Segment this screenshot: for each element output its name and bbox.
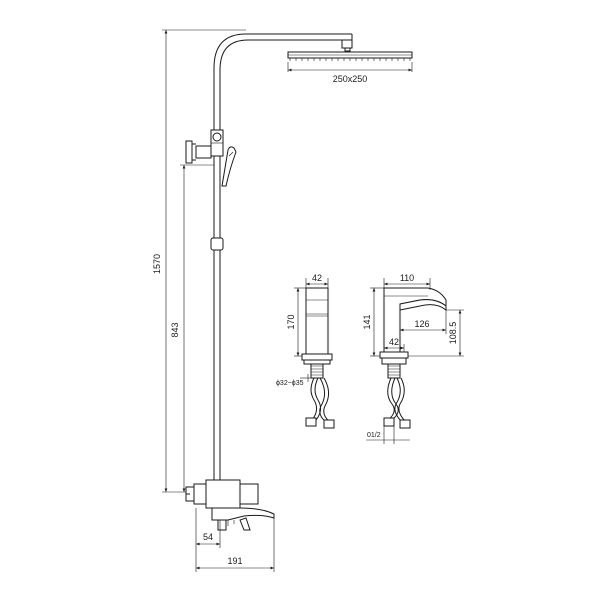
- bath-mixer-body: [205, 479, 241, 509]
- riser-pipe-right: [219, 39, 352, 480]
- basin-mixer: 110 126 141 108.5 42 01/2: [362, 273, 464, 444]
- basin-mixer-hose-left: [387, 377, 395, 421]
- bath-spout: [211, 507, 275, 521]
- head-connector: [341, 39, 353, 49]
- mixer-handle: [239, 517, 251, 531]
- pillar-thread-label: ϕ32~ϕ35: [276, 380, 304, 387]
- pillar-tap: 42 170 ϕ32~ϕ35: [276, 273, 335, 429]
- pillar-tap-stem: [310, 363, 324, 379]
- pillar-tap-hose-right: [319, 377, 327, 423]
- connector-label: 01/2: [367, 432, 381, 439]
- riser-pipe-left: [213, 33, 352, 480]
- mixer-base-width-label: 42: [389, 337, 399, 347]
- diverter-height-label: 843: [170, 322, 180, 337]
- head-size-label: 250x250: [333, 74, 368, 84]
- hand-shower: [221, 146, 237, 187]
- wall-connector: [193, 483, 207, 505]
- pillar-tap-hose-left: [310, 377, 318, 421]
- pillar-height-label: 170: [286, 314, 296, 329]
- total-height-label: 1570: [152, 254, 162, 274]
- mixer-top-width-label: 110: [400, 273, 414, 283]
- pillar-top-width-label: 42: [312, 273, 322, 283]
- spout-height-label: 108.5: [448, 322, 458, 345]
- basin-mixer-hose-right: [394, 377, 403, 423]
- overall-width-label: 191: [227, 556, 242, 566]
- spout-reach-label: 126: [414, 319, 429, 329]
- basin-mixer-stem: [387, 363, 401, 379]
- mixer-height-label: 141: [362, 314, 372, 329]
- diverter-knob-icon: [212, 132, 222, 142]
- shower-column: 250x250 1570 843: [152, 29, 413, 572]
- pillar-tap-body: [305, 287, 329, 355]
- slider-bracket: [210, 237, 224, 251]
- spout-offset-label: 54: [203, 532, 213, 542]
